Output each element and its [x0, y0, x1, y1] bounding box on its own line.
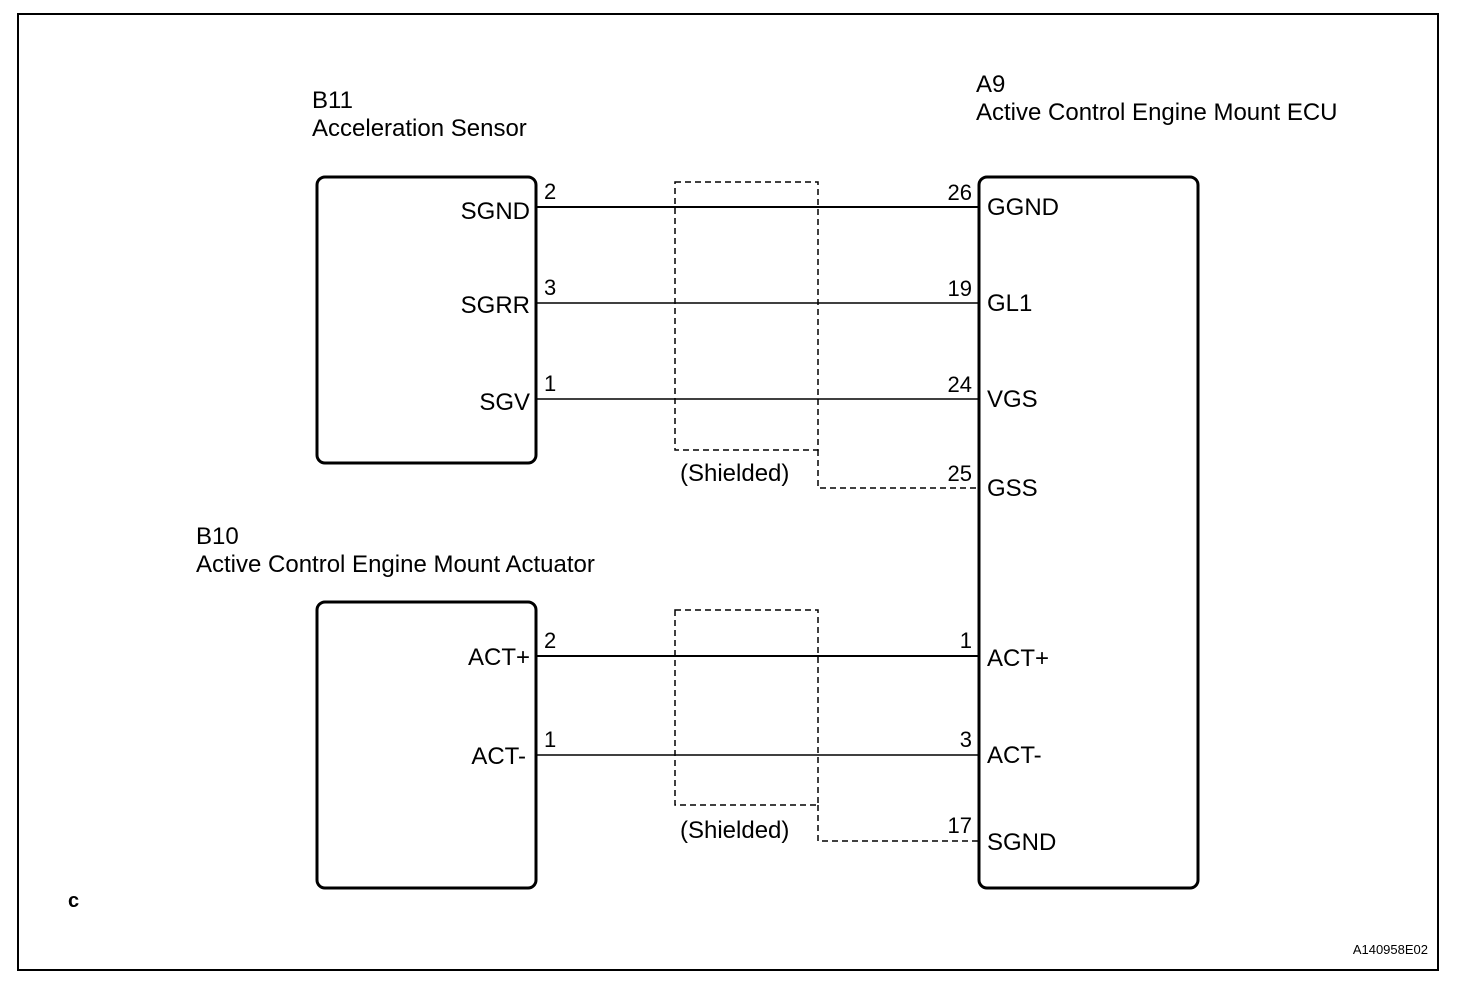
a9-pin-label: VGS	[987, 386, 1038, 413]
b11-pin-number: 2	[544, 179, 556, 204]
a9-pin-number: 17	[948, 813, 972, 838]
b10-pin-number: 2	[544, 628, 556, 653]
b10-name: Active Control Engine Mount Actuator	[196, 551, 595, 578]
shield-box-upper	[674, 181, 819, 451]
a9-pin-number: 19	[948, 276, 972, 301]
b11-pin-label: SGV	[479, 389, 530, 416]
a9-pin-number: 3	[960, 727, 972, 752]
a9-pin-number: 25	[948, 461, 972, 486]
a9-pin-number: 1	[960, 628, 972, 653]
corner-mark: c	[68, 890, 79, 912]
b10-pin-number: 1	[544, 727, 556, 752]
a9-ecu-box	[977, 175, 1200, 890]
a9-pin-label: GSS	[987, 475, 1038, 502]
b11-pin-label: SGND	[461, 198, 530, 225]
b11-pin-label: SGRR	[461, 292, 530, 319]
b10-pin-label: ACT-	[471, 743, 526, 770]
shield-drain-lower	[817, 805, 979, 842]
a9-pin-number: 26	[948, 180, 972, 205]
a9-pin-label: GL1	[987, 290, 1032, 317]
a9-pin-label: ACT-	[987, 742, 1042, 769]
a9-pin-number: 24	[948, 372, 972, 397]
b11-code: B11	[312, 87, 353, 114]
b11-pin-number: 1	[544, 371, 556, 396]
a9-code: A9	[976, 71, 1005, 98]
a9-pin-label: SGND	[987, 829, 1056, 856]
b10-pin-label: ACT+	[468, 644, 530, 671]
b10-actuator-box	[315, 600, 538, 890]
b10-code: B10	[196, 523, 239, 550]
b11-acceleration-sensor-box	[315, 175, 538, 465]
a9-pin-label: GGND	[987, 194, 1059, 221]
b11-name: Acceleration Sensor	[312, 115, 527, 142]
shield-label-upper: (Shielded)	[680, 460, 789, 487]
diagram-frame	[17, 13, 1439, 971]
shield-label-lower: (Shielded)	[680, 817, 789, 844]
a9-name: Active Control Engine Mount ECU	[976, 99, 1338, 126]
figure-id: A140958E02	[1353, 942, 1428, 957]
shield-box-lower	[674, 609, 819, 806]
a9-pin-label: ACT+	[987, 645, 1049, 672]
b11-pin-number: 3	[544, 275, 556, 300]
shield-drain-upper	[817, 450, 979, 489]
